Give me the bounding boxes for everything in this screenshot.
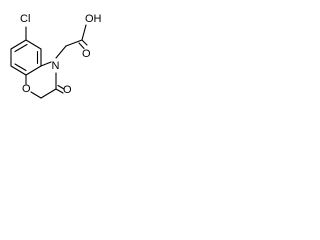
bond-benzene-c1-c2 bbox=[10, 39, 27, 50]
bond-ring-carbonyl-1 bbox=[55, 88, 64, 94]
bond-ring-carbonyl-2 bbox=[57, 84, 65, 90]
atom-label-chlorine: Cl bbox=[20, 13, 30, 25]
bond-benzene-c4-c5 bbox=[25, 65, 42, 76]
bond-acid-carbonyl-1 bbox=[81, 39, 88, 46]
bond-n-aryl bbox=[40, 61, 52, 67]
double-bond-benzene-inner-1 bbox=[14, 43, 28, 53]
bond-benzene-c6-c1 bbox=[25, 39, 42, 50]
oxazine-ring bbox=[25, 61, 57, 99]
bond-ch2-carbonyl bbox=[40, 88, 57, 99]
bond-c-oh bbox=[81, 24, 87, 41]
atom-label-nitrogen: N bbox=[52, 60, 60, 72]
benzene-ring bbox=[10, 39, 42, 76]
bond-o-ch2 bbox=[30, 91, 42, 99]
atom-label-hydroxyl: OH bbox=[85, 13, 102, 25]
bond-acid-carbonyl-2 bbox=[78, 42, 85, 50]
double-bond-benzene-inner-2 bbox=[14, 63, 27, 72]
atom-label-carboxyl-oxygen: O bbox=[82, 48, 91, 60]
chemical-structure-diagram: Cl O N O O OH bbox=[10, 13, 102, 99]
bond-ch2-cooh bbox=[65, 39, 83, 47]
bond-benzene-c3-c4 bbox=[10, 65, 27, 76]
atom-label-carbonyl-oxygen: O bbox=[63, 84, 72, 96]
atom-label-ring-oxygen: O bbox=[22, 83, 31, 95]
bond-n-ch2 bbox=[55, 45, 67, 59]
